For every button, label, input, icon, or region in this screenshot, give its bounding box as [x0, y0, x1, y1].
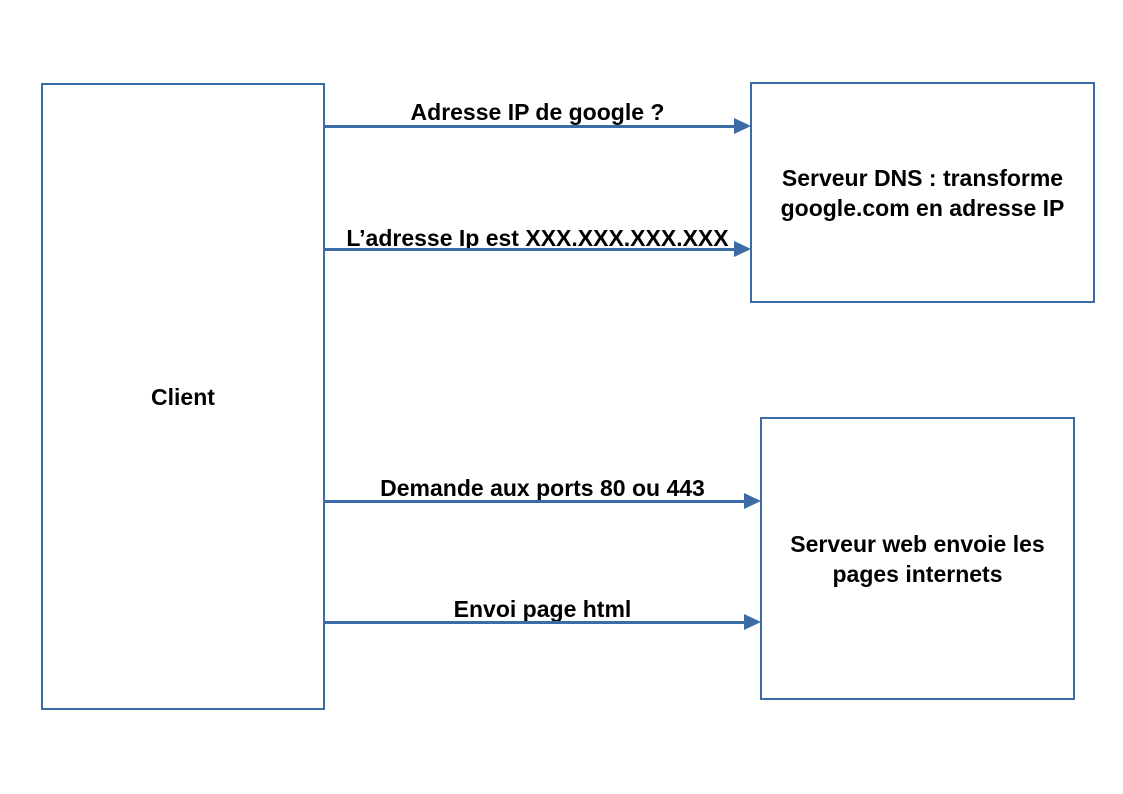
web-server-box-label: Serveur web envoie les pages internets	[790, 529, 1044, 589]
web-server-box-label-line2: pages internets	[832, 560, 1003, 587]
arrow-head-icon	[744, 614, 761, 630]
arrow-line-dns-answer	[325, 248, 735, 251]
arrow-head-icon	[734, 118, 751, 134]
arrow-line-html-send	[325, 621, 745, 624]
dns-server-box: Serveur DNS : transforme google.com en a…	[750, 82, 1095, 303]
arrow-label-dns-request: Adresse IP de google ?	[410, 99, 665, 125]
arrow-line-web-request	[325, 500, 745, 503]
web-server-box-label-line1: Serveur web envoie les	[790, 530, 1045, 557]
dns-server-box-label-line1: Serveur DNS : transforme	[781, 164, 1064, 191]
arrow-label-dns-answer: L’adresse Ip est XXX.XXX.XXX.XXX	[346, 225, 729, 251]
client-box: Client	[41, 83, 325, 710]
arrow-line-dns-request	[325, 125, 735, 128]
arrow-head-icon	[734, 241, 751, 257]
arrow-label-web-request: Demande aux ports 80 ou 443	[380, 475, 705, 501]
dns-server-box-label-line2: google.com en adresse IP	[780, 194, 1065, 221]
arrow-head-icon	[744, 493, 761, 509]
web-server-box: Serveur web envoie les pages internets	[760, 417, 1075, 700]
dns-server-box-label: Serveur DNS : transforme google.com en a…	[781, 163, 1065, 223]
client-box-label: Client	[151, 383, 215, 410]
arrow-label-html-send: Envoi page html	[453, 596, 632, 622]
